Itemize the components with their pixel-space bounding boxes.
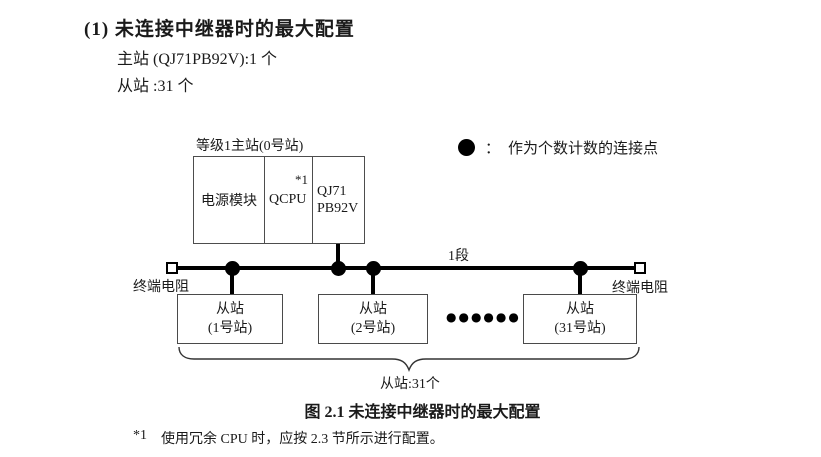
slave2-drop-line: [371, 268, 375, 294]
legend: ： 作为个数计数的连接点: [458, 137, 658, 158]
slave1-drop-line: [230, 268, 234, 294]
slave-total-label: 从站:31个: [380, 377, 440, 392]
master-count-line: 主站 (QJ71PB92V):1 个: [117, 51, 278, 68]
terminating-resistor-label-left: 终端电阻: [133, 280, 189, 295]
legend-text: 作为个数计数的连接点: [508, 141, 659, 157]
slave-1-line1: 从站: [216, 302, 244, 317]
master-station-box: 电源模块 *1 QCPU QJ71 PB92V: [193, 156, 365, 244]
slave-count-line: 从站 :31 个: [117, 78, 194, 95]
master-station-label: 等级1主站(0号站): [196, 139, 304, 154]
bus-line: [172, 266, 640, 270]
terminating-resistor-icon-left: [166, 262, 178, 274]
pb92v-cell: QJ71 PB92V: [313, 157, 363, 243]
connection-dot-master: [331, 261, 346, 276]
pb92v-label-line2: PB92V: [317, 201, 359, 216]
legend-colon: ：: [485, 141, 501, 157]
connection-point-icon: [458, 139, 475, 156]
power-module-cell: 电源模块: [194, 157, 265, 243]
cpu-footnote-ref: *1: [295, 172, 308, 187]
master-drop-line: [336, 244, 340, 268]
cpu-label: QCPU: [269, 192, 307, 207]
section-title: (1) 未连接中继器时的最大配置: [84, 19, 355, 40]
terminating-resistor-icon-right: [634, 262, 646, 274]
slave-31-line1: 从站: [566, 302, 594, 317]
ellipsis-dots-icon: ●●●●●●: [446, 310, 521, 324]
brace-icon: [178, 346, 640, 372]
terminating-resistor-label-right: 终端电阻: [612, 281, 668, 296]
slave-station-2-box: 从站 (2号站): [318, 294, 428, 344]
cpu-cell: *1 QCPU: [265, 157, 313, 243]
footnote-marker: *1: [133, 428, 147, 443]
slave-2-line2: (2号站): [350, 321, 396, 336]
slave31-drop-line: [578, 268, 582, 294]
footnote-text: 使用冗余 CPU 时，应按 2.3 节所示进行配置。: [161, 432, 444, 447]
pb92v-label-line1: QJ71: [317, 184, 347, 199]
slave-31-line2: (31号站): [554, 321, 606, 336]
figure-caption: 图 2.1 未连接中继器时的最大配置: [304, 404, 541, 421]
slave-station-31-box: 从站 (31号站): [523, 294, 637, 344]
slave-station-1-box: 从站 (1号站): [177, 294, 283, 344]
segment-label: 1段: [448, 249, 469, 264]
slave-2-line1: 从站: [359, 302, 387, 317]
slave-1-line2: (1号站): [207, 321, 253, 336]
